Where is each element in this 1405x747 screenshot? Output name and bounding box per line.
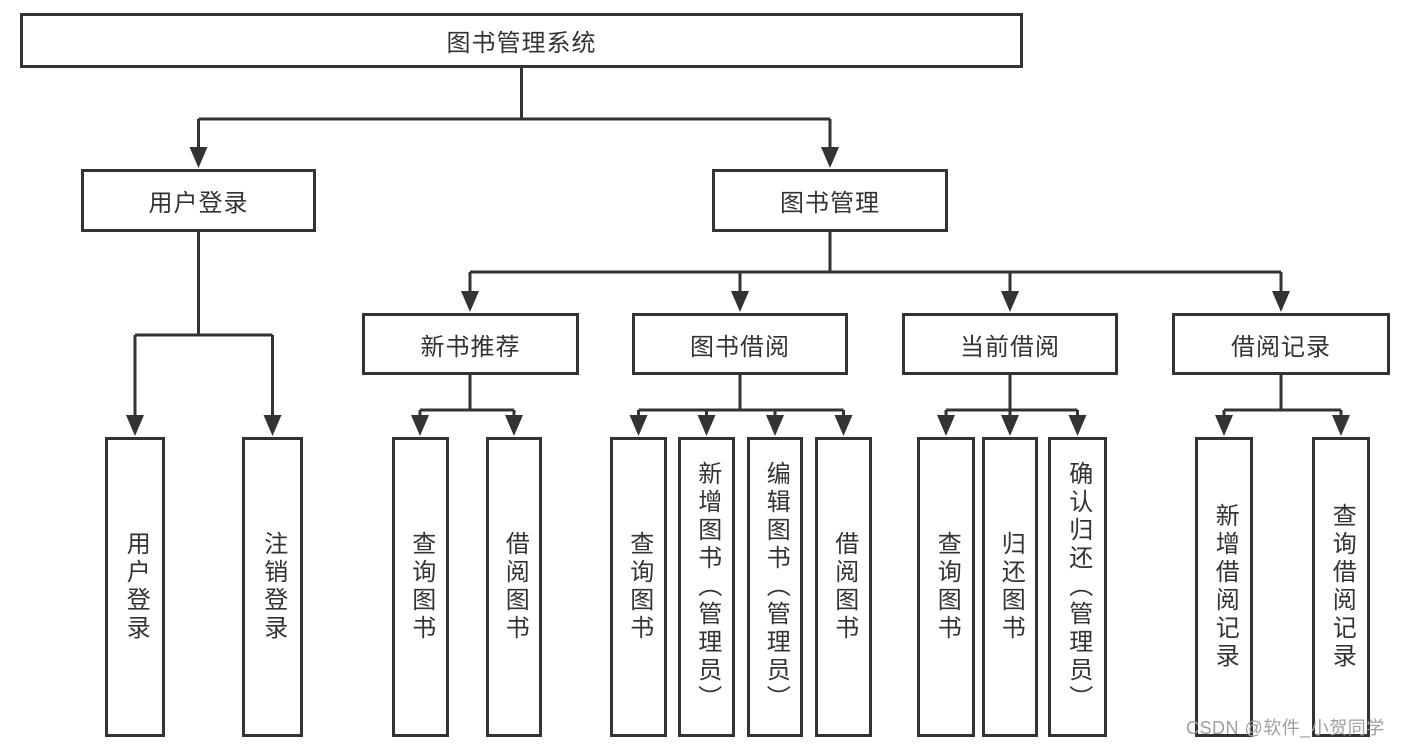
arrow-down-icon	[189, 147, 208, 168]
node-label: 借阅图书	[501, 531, 529, 643]
node-user-login: 用户登录	[81, 169, 316, 232]
leaf-user-login: 用户登录	[105, 437, 165, 737]
node-label: 用户登录	[148, 190, 249, 217]
csdn-watermark: CSDN @软件_小贺同学	[1186, 718, 1385, 738]
node-new-book-recommend: 新书推荐	[362, 313, 579, 375]
arrow-down-icon	[1068, 415, 1087, 436]
arrow-down-icon	[697, 415, 716, 436]
arrow-down-icon	[505, 415, 523, 436]
arrow-down-icon	[461, 291, 479, 312]
arrow-down-icon	[1332, 415, 1350, 436]
arrow-down-icon	[766, 415, 784, 436]
node-current-borrow: 当前借阅	[902, 313, 1118, 375]
node-label: 图书管理系统	[446, 30, 597, 57]
node-label: 当前借阅	[960, 333, 1060, 361]
node-label: 注销登录	[259, 531, 287, 643]
node-label: 新增图书（管理员）	[693, 461, 721, 713]
leaf-logout: 注销登录	[242, 437, 303, 737]
leaf-current-return-book: 归还图书	[982, 437, 1038, 737]
leaf-current-confirm-return-admin: 确认归还（管理员）	[1048, 437, 1107, 737]
connector-new-book-to-leaves	[418, 375, 516, 430]
node-label: 查询图书	[407, 531, 435, 643]
node-label: 图书借阅	[690, 333, 790, 361]
arrow-down-icon	[821, 147, 839, 168]
node-label: 编辑图书（管理员）	[762, 461, 790, 713]
leaf-borrow-borrow-book: 借阅图书	[815, 437, 872, 737]
leaf-record-add: 新增借阅记录	[1195, 437, 1253, 737]
node-root-system: 图书管理系统	[20, 13, 1023, 68]
node-label: 查询图书	[625, 531, 653, 643]
arrow-down-icon	[126, 415, 144, 436]
leaf-borrow-add-book-admin: 新增图书（管理员）	[678, 437, 735, 737]
connector-user-login-to-leaves	[133, 232, 274, 430]
connector-lines	[133, 68, 1343, 430]
node-label: 借阅图书	[830, 531, 858, 643]
connector-root-to-level2	[197, 68, 832, 162]
connector-borrow-record-to-leaves	[1222, 375, 1343, 430]
node-book-borrow: 图书借阅	[632, 313, 848, 375]
node-label: 用户登录	[122, 531, 150, 643]
node-label: 查询借阅记录	[1328, 503, 1356, 671]
node-borrow-record: 借阅记录	[1172, 313, 1390, 375]
connector-book-mgmt-to-level3	[468, 232, 1283, 306]
arrow-down-icon	[411, 415, 429, 436]
arrow-down-icon	[731, 291, 749, 312]
leaf-record-query: 查询借阅记录	[1312, 437, 1370, 737]
node-label: 图书管理	[780, 190, 880, 217]
arrow-down-icon	[937, 415, 955, 436]
arrow-down-icon	[263, 415, 282, 436]
arrow-down-icon	[1215, 415, 1233, 436]
arrow-down-icon	[1001, 415, 1019, 436]
node-label: 确认归还（管理员）	[1064, 461, 1092, 713]
arrow-down-icon	[834, 415, 853, 436]
node-label: 新增借阅记录	[1211, 503, 1239, 671]
node-label: 查询图书	[933, 531, 961, 643]
arrow-down-icon	[1001, 291, 1019, 312]
leaf-new-book-query: 查询图书	[392, 437, 449, 737]
node-label: 归还图书	[997, 531, 1025, 643]
arrow-down-icon	[1272, 291, 1290, 312]
node-book-management: 图书管理	[712, 169, 948, 232]
leaf-current-query-book: 查询图书	[917, 437, 975, 737]
node-label: 借阅记录	[1231, 333, 1331, 361]
arrow-down-icon	[629, 415, 648, 436]
leaf-new-book-borrow: 借阅图书	[486, 437, 542, 737]
leaf-borrow-edit-book-admin: 编辑图书（管理员）	[747, 437, 803, 737]
leaf-borrow-query-book: 查询图书	[610, 437, 667, 737]
connector-book-borrow-to-leaves	[637, 375, 845, 430]
node-label: 新书推荐	[420, 333, 521, 361]
